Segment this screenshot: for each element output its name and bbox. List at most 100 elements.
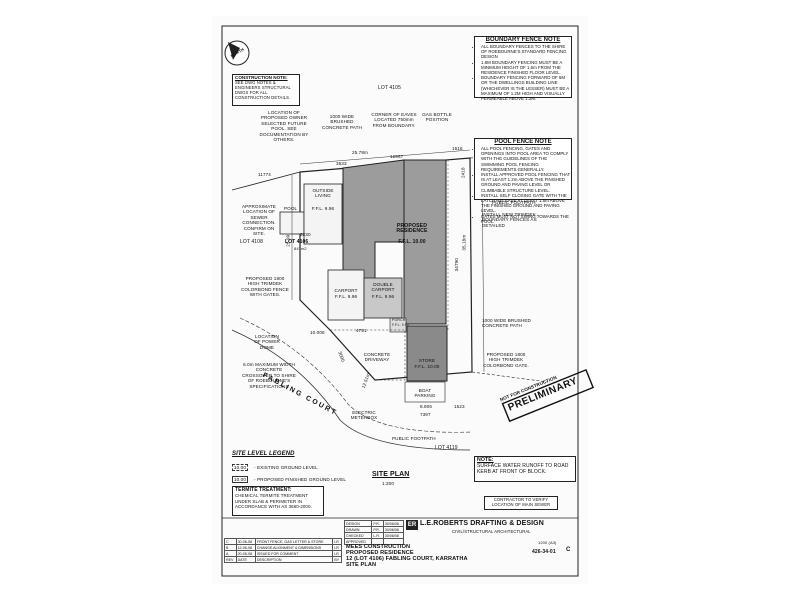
road-kerb-outer [231, 329, 471, 451]
client-name: MEES CONSTRUCTION [346, 544, 411, 550]
lot-main-label: LOT 4106 [285, 239, 309, 245]
store-label: STORE [418, 358, 436, 363]
porch-label: PORCH [392, 318, 406, 322]
residence-east-wing [403, 159, 447, 325]
legend-proposed-text: - PROPOSED FINISHED GROUND LEVEL [254, 477, 347, 482]
boundary-fence-note-title: BOUNDARY FENCE NOTE [485, 37, 561, 43]
project-name: PROPOSED RESIDENCE [346, 550, 414, 556]
dim-10006: 10.006 [310, 330, 325, 335]
callout-trimdek-gates: PROPOSED 1800 HIGH TRIMDEK COLORBOND FEN… [241, 276, 289, 298]
lot-left-label: LOT 4108 [240, 239, 263, 245]
outside-living-outline [303, 183, 343, 245]
sewer-note-text: CONTRACTOR TO VERIFY LOCATION OF MAIN SE… [491, 497, 551, 507]
termite-note-text: CHEMICAL TERMITE TREATMENT UNDER SLAB & … [235, 493, 312, 509]
drawing-number: 426-34-01 [532, 549, 556, 555]
carport-ffl: F.F.L. 9.96 [334, 294, 358, 299]
table-row: DRAWN P.R. 30/06/08 [343, 526, 405, 533]
construction-note-text: SEE DWG NOTES & ENGINEERS STRUCTURAL DWG… [235, 80, 291, 100]
boundary-fence-note-box: BOUNDARY FENCE NOTE ALL BOUNDARY FENCES … [474, 36, 572, 101]
left-boundary-extension [231, 171, 301, 191]
rev-header: BY [332, 556, 342, 563]
water-note-box: NOTE: SURFACE WATER RUNOFF TO ROAD KERB … [474, 456, 576, 482]
pool-fence-note-list: ALL POOL FENCING, GATES AND OPENINGS INT… [475, 146, 571, 224]
callout-trimdek-new: INSTALL NEW TRIMDEK BOUNDARY FENCES AS D… [482, 212, 537, 228]
driveway-label: CONCRETE DRIVEWAY [363, 352, 391, 363]
dim-1516: 1516 [452, 146, 463, 151]
residence-label: PROPOSED RESIDENCE [396, 223, 428, 235]
approval-table: DESIGN P.R. 30/06/08 DRAWN P.R. 30/06/08… [343, 520, 405, 545]
title-block: C 30-06-08 FRONT FENCE, GAS LETTER & STO… [222, 518, 578, 576]
pool-fence-note-title: POOL FENCE NOTE [494, 139, 552, 145]
boundary-fence-note-list: ALL BOUNDARY FENCES TO THE SHIRE OF ROEB… [475, 44, 571, 101]
callout-path-top: 1000 WIDE BRUSHED CONCRETE PATH [322, 114, 362, 130]
dim-3533: 3533 [336, 161, 347, 166]
rev-header: REV [224, 556, 237, 563]
water-note-text: SURFACE WATER RUNOFF TO ROAD KERB AT FRO… [477, 463, 569, 476]
road-kerb-inner [239, 317, 473, 433]
legend-existing-text: - EXISTING GROUND LEVEL [254, 465, 318, 470]
sheet-title: SITE PLAN [346, 562, 377, 568]
callout-power-dome: LOCATION OF POWER DOME [254, 334, 280, 350]
rev-header: DESCRIPTION [254, 556, 334, 563]
dim-2418: 2418 [460, 167, 466, 179]
site-plan-title: SITE PLAN [372, 471, 410, 478]
project-address: 12 (LOT 4106) FABLING COURT, KARRATHA [346, 556, 468, 562]
boat-parking-label: BOAT PARKING [414, 388, 436, 399]
outside-living-ffl: F.F.L. 9.96 [311, 206, 335, 211]
residence-ffl: F.F.L. 10.00 [398, 239, 426, 245]
rev-header: DATE [235, 556, 256, 563]
pool-fence-note-item: INSTALL SELF CLOSING GATE WITH THE LATCH… [481, 193, 571, 214]
dim-2578: 25.78m [352, 150, 368, 155]
pool-fence-note-item: GATES MUST NOT SWING TOWARDS THE POOL. [481, 214, 571, 224]
callout-path-right: 1000 WIDE BRUSHED CONCRETE PATH [482, 318, 531, 329]
legend-title: SITE LEVEL LEGEND [232, 451, 295, 457]
bottom-boundary-extension [471, 371, 549, 383]
dim-3518: 35.18m [461, 234, 467, 251]
callout-eaves: CORNER OF EAVES LOCATED 750mm FROM BOUND… [371, 112, 417, 128]
pool-fence-note-item: INSTALL APPROVED POOL FENCING THAT IS AT… [481, 172, 571, 193]
carport-outline [327, 269, 365, 321]
drawing-border [221, 25, 579, 577]
residence-footprint [342, 159, 405, 283]
company-name: L.E.ROBERTS DRAFTING & DESIGN [420, 520, 544, 527]
dim-4751: 4751 [356, 328, 367, 333]
lot-bottom-label: LOT 4119 [435, 445, 458, 451]
north-arrow-pointer [228, 42, 240, 60]
pool-fence-note-box: POOL FENCE NOTE ALL POOL FENCING, GATES … [474, 138, 572, 224]
dim-3230: 3230 [300, 232, 311, 237]
dim-34790: 34790 [453, 258, 459, 272]
porch-ffl: F.F.L. 9.96 [392, 323, 409, 327]
sheet-scale: 1200 (A3) [538, 540, 557, 545]
revision-table: C 30-06-08 FRONT FENCE, GAS LETTER & STO… [224, 538, 342, 563]
driveway-outline [329, 329, 406, 381]
dim-top-line [299, 149, 471, 165]
construction-note-title: CONSTRUCTION NOTE: [235, 75, 288, 80]
dim-1523: 1523 [454, 404, 465, 409]
termite-note-box: TERMITE TREATMENT: CHEMICAL TERMITE TREA… [232, 486, 324, 516]
boundary-fence-note-item: BOUNDARY FENCING FORWARD OF 6M OR THE DW… [481, 75, 571, 101]
lot-top-label: LOT 4105 [378, 85, 401, 91]
callout-crossover: 6.0m MAXIMUM WIDTH CONCRETE CROSSOVER TO… [242, 362, 296, 389]
legend-existing-swatch: 10.00 [232, 464, 248, 472]
callout-gas: GAS BOTTLE POSITION [422, 112, 452, 123]
water-note-title: NOTE: [477, 457, 494, 463]
double-carport-outline [363, 277, 403, 319]
preliminary-stamp [501, 368, 595, 423]
date-cell [382, 538, 405, 545]
callout-meterbox: ELECTRIC METERBOX [350, 410, 378, 421]
termite-note-title: TERMITE TREATMENT: [235, 487, 292, 493]
boundary-fence-note-item: 1.8M BOUNDARY FENCING MUST BE A MINIMUM … [481, 60, 571, 76]
dim-2599: 25.99 [285, 234, 291, 247]
outside-living-label: OUTSIDE LIVING [312, 188, 334, 199]
callout-footpath-right: PUBLIC FOOTPATH [492, 200, 536, 205]
pool-fence-note-item: ALL POOL FENCING, GATES AND OPENINGS INT… [481, 146, 571, 172]
callout-footpath-bottom: PUBLIC FOOTPATH [392, 436, 436, 441]
sewer-note-box: CONTRACTOR TO VERIFY LOCATION OF MAIN SE… [484, 496, 558, 510]
double-carport-ffl: F.F.L. 9.96 [371, 294, 395, 299]
lot-main-area: 847m2 [294, 246, 307, 251]
construction-note-box: CONSTRUCTION NOTE: SEE DWG NOTES & ENGIN… [232, 74, 300, 106]
boat-parking-outline [404, 381, 446, 403]
initials-cell [371, 538, 384, 545]
double-carport-label: DOUBLE CARPORT [371, 282, 395, 293]
